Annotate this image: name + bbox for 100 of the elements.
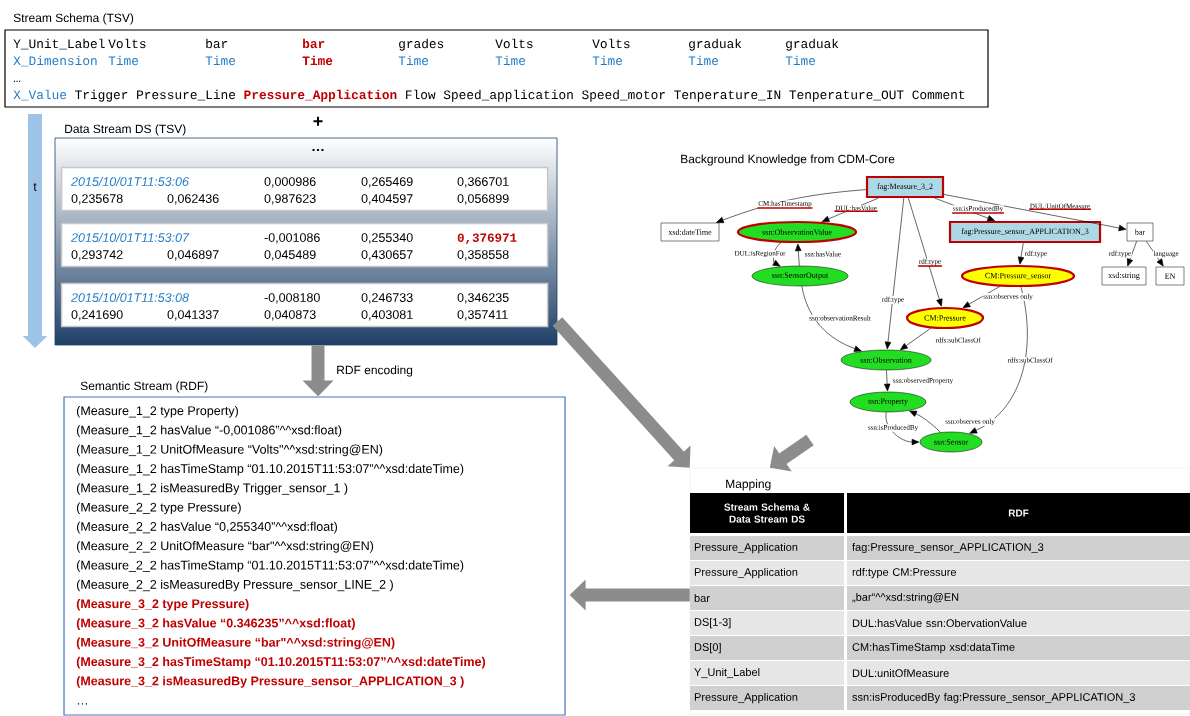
heading: Semantic Stream (RDF) — [80, 381, 208, 393]
schema-entry: Time — [108, 55, 139, 66]
ontology-box: xsd:string — [1101, 266, 1147, 286]
schema-entry: Trigger — [75, 89, 128, 102]
schema-entry: Speed_application — [443, 89, 573, 102]
value-text: 0,045489 — [264, 250, 316, 261]
value-text: 0,040873 — [264, 310, 316, 321]
graph-edge — [943, 194, 1127, 232]
schema-entry: Time — [398, 55, 429, 66]
ontology-box: xsd:dateTime — [660, 222, 720, 242]
graph-edge — [795, 243, 802, 267]
table-cell: DS[1-3] — [690, 611, 844, 635]
value-text: 0,357411 — [457, 310, 508, 321]
schema-entry: graduak — [689, 38, 742, 51]
schema-entry: … — [13, 80, 21, 82]
schema-entry: X_Value — [13, 89, 67, 101]
schema-entry: bar — [303, 38, 325, 49]
table-cell: DUL:unitOfMeasure — [847, 661, 1190, 685]
axis-label: t — [33, 183, 37, 191]
graph-edge — [885, 411, 920, 446]
ellipsis: … — [312, 148, 324, 152]
header-cell: Stream Schema & Data Stream DS — [690, 493, 844, 533]
schema-entry: Time — [688, 55, 719, 66]
table-cell: „bar“^^xsd:string@EN — [847, 586, 1190, 610]
rdf-statement: (Measure_1_2 UnitOfMeasure “Volts"^^xsd:string@EN) — [76, 444, 383, 457]
schema-entry: grades — [399, 38, 444, 51]
schema-entry: Speed_motor — [582, 89, 665, 102]
schema-entry: Time — [785, 55, 816, 66]
value-text: 0,041337 — [167, 310, 219, 321]
graph-edge — [884, 369, 891, 392]
schema-entry: Time — [495, 55, 526, 66]
heading: Background Knowledge from CDM-Core — [681, 154, 895, 166]
rdf-statement: (Measure_2_2 type Pressure) — [76, 502, 241, 515]
value-text: 0,235678 — [71, 194, 123, 205]
table-cell: rdf:type CM:Pressure — [847, 561, 1190, 585]
rdf-statement: (Measure_3_2 UnitOfMeasure “bar"^^xsd:string@EN) — [76, 637, 395, 650]
timestamp: 2015/10/01T11:53:08 — [71, 292, 189, 302]
value-text: 0,246733 — [361, 293, 413, 304]
graph-edge — [1146, 240, 1164, 267]
rdf-statement: … — [77, 703, 87, 705]
graph-edge — [900, 328, 931, 351]
graph-edge — [1127, 240, 1137, 267]
table-cell: DUL:hasValue ssn:ObervationValue — [847, 611, 1190, 635]
ontology-box: fag:Measure_3_2 — [865, 175, 945, 199]
table-cell: Y_Unit_Label — [690, 661, 844, 685]
timestamp: 2015/10/01T11:53:06 — [71, 176, 189, 186]
value-text: -0,001086 — [264, 233, 320, 244]
value-text: 0,000986 — [264, 177, 316, 188]
rdf-statement: (Measure_3_2 hasValue “0.346235”^^xsd:float) — [76, 618, 355, 630]
schema-entry: Volts — [592, 38, 630, 49]
graph-edge — [1017, 242, 1025, 265]
timestamp: 2015/10/01T11:53:07 — [71, 232, 190, 242]
table-cell: ssn:isProducedBy fag:Pressure_sensor_APPLICATION_3 — [847, 686, 1190, 710]
heading: Mapping — [726, 479, 771, 491]
table-cell: DS[0] — [690, 636, 844, 660]
schema-entry: Pressure_Line — [137, 89, 236, 101]
graph-edge — [962, 286, 1001, 308]
schema-entry: Comment — [912, 90, 965, 100]
table-cell: bar — [690, 586, 844, 610]
graph-edge — [801, 285, 862, 352]
ontology-box: fag:Pressure_sensor_APPLICATION_3 — [948, 220, 1102, 244]
value-text: 0,255340 — [361, 233, 413, 244]
table-cell: CM:hasTimeStamp xsd:dataTime — [847, 636, 1190, 660]
heading: Data Stream DS (TSV) — [65, 124, 186, 136]
value-text: 0,056899 — [457, 194, 509, 205]
table-cell: fag:Pressure_sensor_APPLICATION_3 — [847, 536, 1190, 560]
value-text: 0,346235 — [457, 293, 509, 304]
schema-entry: Tenperature_OUT — [789, 90, 904, 102]
value-text: 0,265469 — [361, 177, 413, 188]
value-text: 0,293742 — [71, 250, 123, 261]
value-text: 0,046897 — [167, 250, 219, 261]
rdf-statement: (Measure_3_2 type Pressure) — [76, 598, 249, 611]
graph-edge — [969, 286, 1028, 434]
schema-entry: Time — [205, 55, 236, 66]
value-text: 0,404597 — [361, 194, 413, 205]
rdf-statement: (Measure_3_2 hasTimeStamp “01.10.2015T11:53:07”^^xsd:dateTime) — [76, 656, 486, 669]
heading: Stream Schema (TSV) — [13, 13, 134, 25]
value-text: 0,241690 — [71, 310, 123, 321]
schema-entry: Time — [302, 55, 333, 66]
schema-entry: X_Dimension — [13, 55, 97, 67]
ontology-box: bar — [1126, 222, 1154, 242]
schema-entry: Volts — [495, 38, 533, 49]
graph-edge — [772, 242, 782, 267]
edge-label: RDF encoding — [337, 365, 413, 377]
rdf-statement: (Measure_1_2 type Property) — [76, 405, 238, 418]
schema-entry: Time — [592, 55, 623, 66]
schema-entry: Pressure_Application — [244, 89, 397, 102]
plus-sign: + — [313, 116, 323, 126]
schema-entry: Tenperature_IN — [674, 90, 781, 102]
rdf-statement: (Measure_2_2 hasValue “0,255340”^^xsd:float) — [76, 521, 338, 534]
header-cell: RDF — [847, 493, 1190, 533]
table-cell: Pressure_Application — [690, 536, 844, 560]
schema-entry: Flow — [406, 89, 436, 100]
rdf-statement: (Measure_1_2 hasValue “-0,001086”^^xsd:float) — [76, 425, 342, 437]
graph-edge — [908, 197, 943, 307]
value-text: 0,376971 — [457, 233, 517, 245]
rdf-statement: (Measure_2_2 hasTimeStamp “01.10.2015T11:53:07”^^xsd:dateTime) — [76, 560, 464, 572]
value-text: 0,366701 — [457, 177, 509, 188]
table-cell: Pressure_Application — [690, 561, 844, 585]
value-text: -0,008180 — [264, 293, 320, 304]
